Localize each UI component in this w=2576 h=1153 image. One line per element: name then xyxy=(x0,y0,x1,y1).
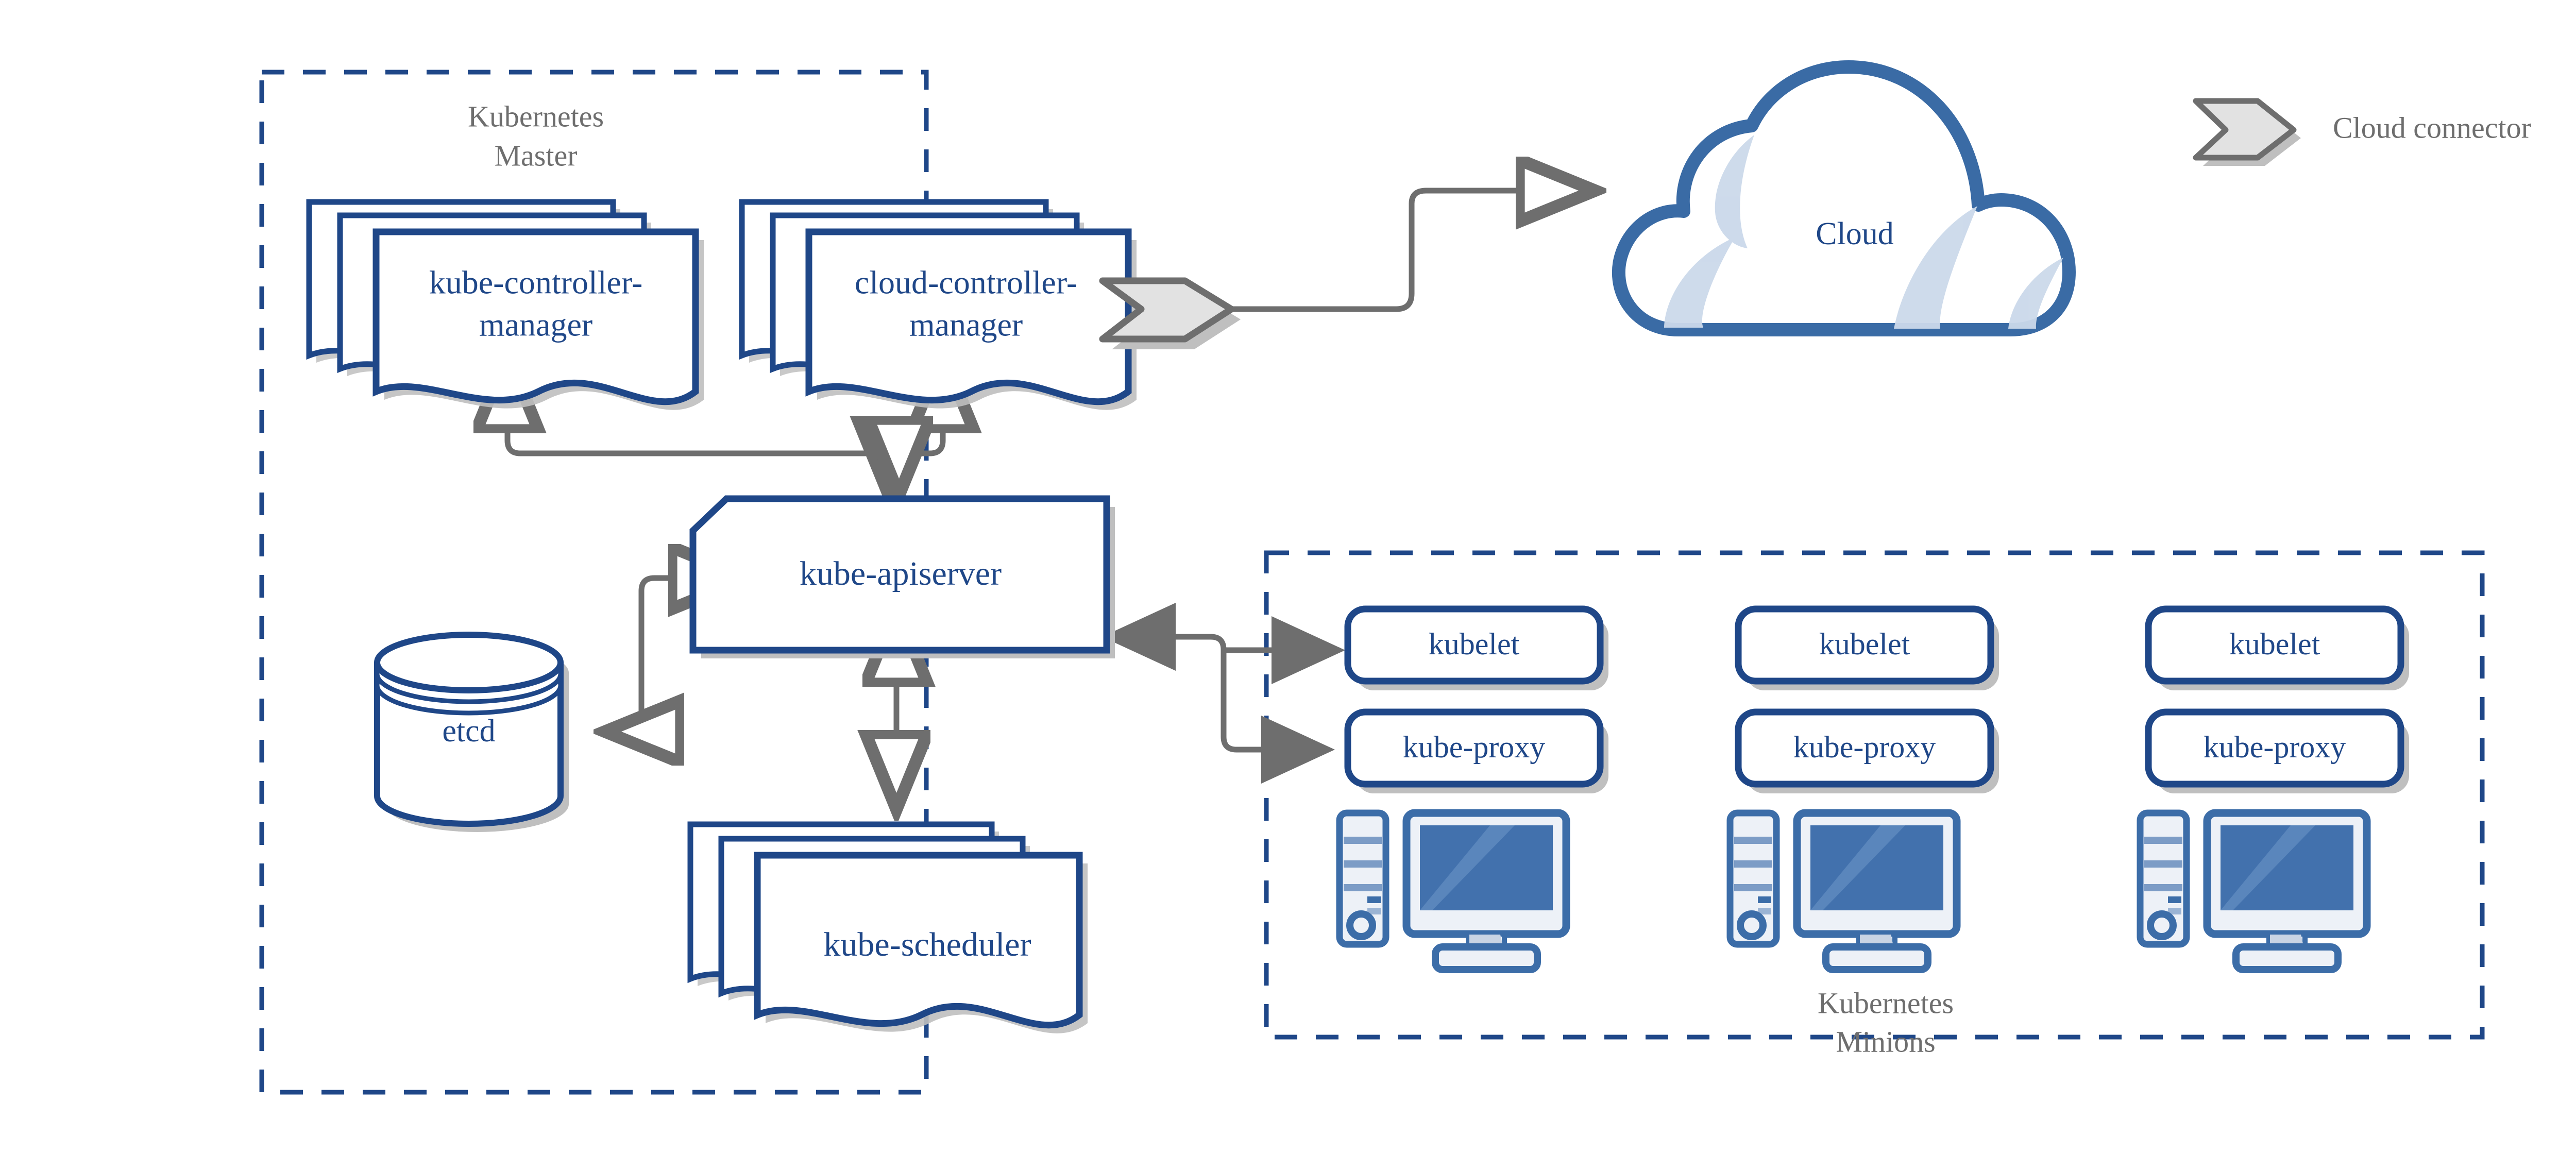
legend-cloud-connector-label: Cloud connector xyxy=(2333,111,2531,144)
kube-apiserver-label: kube-apiserver xyxy=(800,555,1002,592)
kubelet-label-2: kubelet xyxy=(1819,627,1910,661)
kube-proxy-box-3[interactable]: kube-proxy xyxy=(2145,708,2409,793)
connector-apiserver-etcd xyxy=(611,578,685,732)
kubelet-label-1: kubelet xyxy=(1429,627,1520,661)
cloud-shading xyxy=(1664,135,2063,329)
kube-scheduler-label: kube-scheduler xyxy=(823,926,1031,963)
kube-proxy-label-3: kube-proxy xyxy=(2204,730,2346,764)
kube-controller-manager-label-line2: manager xyxy=(479,307,592,343)
cloud-label: Cloud xyxy=(1816,216,1894,251)
node-kube-apiserver[interactable]: kube-apiserver xyxy=(689,495,1115,658)
master-group-label-line2: Master xyxy=(494,139,577,172)
node-kube-scheduler[interactable]: kube-scheduler xyxy=(687,821,1088,1033)
node-cloud-controller-manager[interactable]: cloud-controller- manager xyxy=(739,199,1137,410)
kube-proxy-label-1: kube-proxy xyxy=(1403,730,1546,764)
connector-cm-right xyxy=(899,416,943,489)
minions-group-border xyxy=(1264,550,2485,1040)
cloud-controller-manager-label-line1: cloud-controller- xyxy=(855,264,1077,301)
etcd-disk-band-1 xyxy=(374,632,564,693)
legend-chevron-icon xyxy=(2193,98,2301,166)
minion-node-2: kubelet kube-proxy xyxy=(1726,605,1999,973)
kubelet-box-1[interactable]: kubelet xyxy=(1344,605,1608,690)
kubelet-label-3: kubelet xyxy=(2229,627,2320,661)
cloud-connector-icon xyxy=(1099,277,1241,349)
connector-ccm-to-cloud xyxy=(1180,191,1589,312)
kube-proxy-label-2: kube-proxy xyxy=(1793,730,1936,764)
minions-group-label-line2: Minions xyxy=(1836,1025,1935,1058)
computer-icon-2 xyxy=(1726,809,1961,973)
minions-group-label-line1: Kubernetes xyxy=(1818,986,1954,1020)
cloud-shape xyxy=(1612,60,2076,336)
etcd-label: etcd xyxy=(442,714,495,749)
kubelet-box-2[interactable]: kubelet xyxy=(1735,605,1999,690)
minion-node-1: kubelet kube-proxy xyxy=(1336,605,1608,973)
kube-controller-manager-label-line1: kube-controller- xyxy=(429,264,643,301)
master-group-label-line1: Kubernetes xyxy=(468,99,604,133)
cloud-controller-manager-label-line2: manager xyxy=(909,307,1023,343)
kube-proxy-box-1[interactable]: kube-proxy xyxy=(1344,708,1608,793)
kube-proxy-box-2[interactable]: kube-proxy xyxy=(1735,708,1999,793)
node-etcd[interactable]: etcd xyxy=(374,632,569,832)
computer-icon-3 xyxy=(2137,809,2371,973)
node-cloud[interactable]: Cloud xyxy=(1612,60,2076,336)
node-kube-controller-manager[interactable]: kube-controller- manager xyxy=(306,199,704,410)
connector-apiserver-from-minions xyxy=(1108,634,1335,784)
minion-node-3: kubelet kube-proxy xyxy=(2137,605,2409,973)
computer-icon-1 xyxy=(1336,809,1570,973)
kubelet-box-3[interactable]: kubelet xyxy=(2145,605,2409,690)
legend-cloud-connector: Cloud connector xyxy=(2193,98,2531,166)
